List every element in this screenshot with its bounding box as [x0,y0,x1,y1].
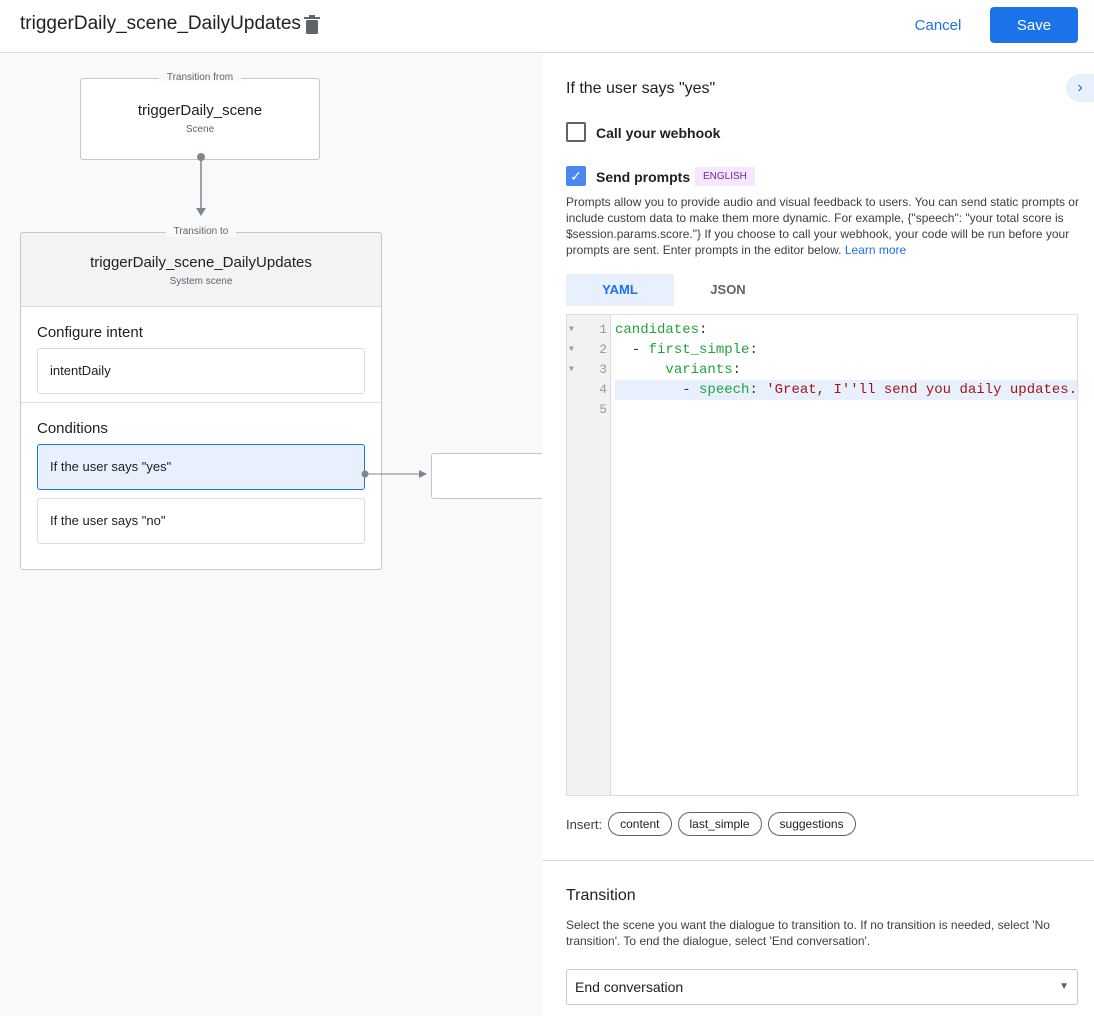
panel-heading: If the user says "yes" [566,80,716,97]
page-title: triggerDaily_scene_DailyUpdates [20,13,301,34]
chip-suggestions[interactable]: suggestions [767,812,856,836]
connector-arrow [196,153,206,216]
conditions-heading: Conditions [37,420,108,437]
code-key: candidates [615,322,700,338]
line-number: 4 [599,382,607,397]
configure-intent-heading: Configure intent [37,324,143,341]
from-scene-type: Scene [185,124,215,135]
transition-description: Select the scene you want the dialogue t… [566,918,1050,948]
to-scene-name: triggerDaily_scene_DailyUpdates [90,254,312,271]
cancel-button[interactable]: Cancel [904,8,972,42]
to-scene-type: System scene [169,276,233,287]
webhook-checkbox[interactable] [566,122,586,142]
top-bar: triggerDaily_scene_DailyUpdates Cancel S… [0,0,1094,53]
save-button[interactable]: Save [990,7,1078,43]
transition-from-legend: Transition from [158,72,242,83]
code-key: first_simple [648,342,750,358]
condition-no[interactable]: If the user says "no" [37,498,365,544]
transition-to-node: Transition to triggerDaily_scene_DailyUp… [20,226,382,570]
line-number: 5 [599,402,607,417]
fold-arrow-icon[interactable]: ▼ [569,325,574,334]
flow-canvas[interactable]: Transition from triggerDaily_scene Scene… [0,54,542,1016]
code-key: variants [665,362,733,378]
transition-select[interactable]: End conversation ▼ [566,969,1078,1005]
transition-from-node[interactable]: Transition from triggerDaily_scene Scene [80,72,320,160]
prompts-description-text: Prompts allow you to provide audio and v… [566,195,1079,257]
tab-json[interactable]: JSON [710,282,746,297]
condition-panel: › If the user says "yes" Call your webho… [542,54,1094,1016]
transition-to-legend: Transition to [165,226,237,237]
fold-arrow-icon[interactable]: ▼ [569,345,574,354]
code-key: speech [699,382,750,398]
tab-yaml[interactable]: YAML [566,274,674,306]
transition-selected-value: End conversation [575,979,684,995]
conditions-section: Conditions If the user says "yes" If the… [21,402,381,544]
from-scene-name: triggerDaily_scene [137,102,263,119]
send-prompts-checkbox[interactable]: ✓ [566,166,586,186]
send-prompts-label: Send prompts [596,169,691,185]
collapse-panel-chevron-icon[interactable]: › [1066,74,1094,102]
transition-heading: Transition [566,887,636,904]
line-number: 1 [599,322,607,337]
learn-more-link[interactable]: Learn more [844,243,907,257]
insert-label: Insert: [566,816,603,832]
webhook-label: Call your webhook [596,125,721,141]
chip-content[interactable]: content [608,812,672,836]
empty-target-node[interactable] [431,453,542,499]
fold-arrow-icon[interactable]: ▼ [569,365,574,374]
condition-yes[interactable]: If the user says "yes" [37,444,365,490]
trash-icon[interactable] [304,15,320,34]
chip-last-simple[interactable]: last_simple [677,812,762,836]
line-number: 2 [599,342,607,357]
dropdown-arrow-icon: ▼ [1059,981,1069,992]
language-badge: ENGLISH [695,167,755,186]
condition-connector [361,470,427,478]
intent-item[interactable]: intentDaily [37,348,365,394]
prompts-description: Prompts allow you to provide audio and v… [566,194,1082,258]
configure-intent-section: Configure intent intentDaily [21,306,381,394]
line-number: 3 [599,362,607,377]
code-string: 'Great, I''ll send you daily updates. [766,382,1078,398]
insert-bar: Insert: content last_simple suggestions [566,812,856,836]
divider [542,860,1094,861]
